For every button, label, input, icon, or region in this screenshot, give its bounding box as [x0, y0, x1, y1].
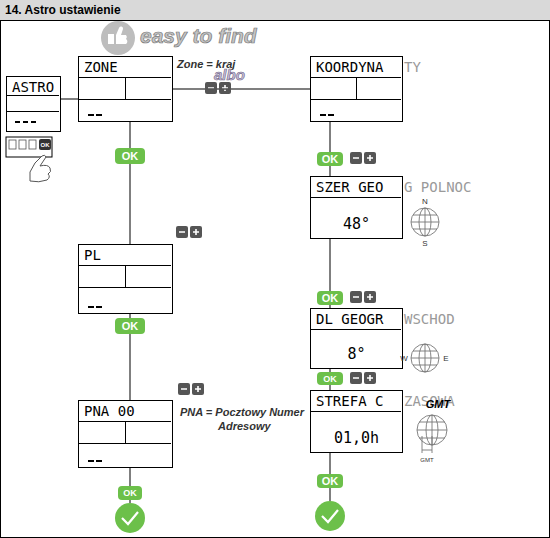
lcd-value: 01,0h: [311, 429, 402, 447]
lcd-screen: SZER GEOG POLNOC48°: [310, 176, 403, 239]
ok-button: OK: [115, 318, 145, 334]
lcd-segment-line: [311, 411, 401, 412]
ok-button: OK: [317, 372, 343, 385]
lcd-segment-line: [88, 460, 94, 462]
lcd-segment-line: [23, 121, 28, 123]
lcd-segment-line: [88, 114, 94, 116]
lcd-header: DL GEOGR: [316, 311, 383, 327]
badge-text: easy to find: [140, 24, 257, 48]
ok-button: OK: [115, 148, 145, 164]
flow-line: [61, 99, 78, 100]
timezone-label: GMT: [420, 457, 433, 463]
lcd-segment-line: [96, 114, 102, 116]
title-text: 14. Astro ustawienie: [5, 3, 121, 17]
lcd-segment-line: [96, 306, 102, 308]
lcd-segment-line: [356, 77, 357, 99]
lcd-value: 48°: [311, 215, 402, 233]
lcd-header: ASTRO: [12, 79, 54, 95]
flow-line: [130, 164, 131, 244]
ok-label: OK: [322, 475, 339, 487]
lcd-screen: PL: [78, 244, 173, 314]
key-label: OK: [41, 142, 50, 148]
lcd-header: STREFA C: [316, 393, 383, 409]
lcd-screen: KOORDYNATY: [310, 56, 403, 122]
lcd-screen: DL GEOGRWSCHOD8°: [310, 308, 403, 369]
lcd-segment-line: [328, 114, 334, 116]
compass-letter: W: [400, 354, 408, 363]
timezone-label: GMT: [426, 398, 450, 410]
compass-letter: N: [422, 197, 428, 206]
pointing-hand: [30, 155, 51, 182]
lcd-segment-line: [125, 421, 126, 443]
note: albo: [214, 66, 245, 83]
lcd-segment-line: [79, 99, 171, 100]
lcd-screen: ASTRO: [6, 76, 61, 132]
lcd-segment-line: [79, 287, 171, 288]
ok-button: OK: [118, 486, 142, 500]
ok-label: OK: [123, 488, 137, 498]
lcd-segment-line: [7, 95, 59, 96]
compass-letter: E: [443, 354, 448, 363]
lcd-segment-line: [7, 111, 59, 112]
lcd-header-continuation: G POLNOC: [404, 179, 471, 195]
lcd-segment-line: [320, 114, 326, 116]
lcd-segment-line: [15, 121, 20, 123]
lcd-segment-line: [96, 460, 102, 462]
flow-line: [330, 166, 331, 176]
flow-line: [330, 239, 331, 291]
note: PNA = Pocztowy Numer Adresowy: [180, 405, 310, 433]
ok-button: OK: [317, 152, 343, 166]
globe-icons: [411, 208, 447, 453]
lcd-segment-line: [88, 306, 94, 308]
ok-button: OK: [317, 291, 343, 305]
lcd-segment-line: [311, 99, 401, 100]
lcd-segment-line: [125, 77, 126, 99]
lcd-segment-line: [79, 443, 171, 444]
flow-line: [130, 122, 131, 148]
lcd-screen: PNA 00: [78, 400, 173, 468]
compass-letter: S: [422, 239, 427, 248]
flow-line: [130, 334, 131, 400]
lcd-segment-line: [31, 121, 36, 123]
flow-line: [173, 89, 310, 90]
ok-label: OK: [122, 320, 139, 332]
flow-line: [130, 468, 131, 486]
lcd-header: ZONE: [84, 59, 118, 75]
lcd-header: PL: [84, 247, 101, 263]
lcd-screen: STREFA CZASOWA01,0h: [310, 390, 403, 453]
done-check: [115, 488, 345, 533]
lcd-value: 8°: [311, 345, 402, 363]
ok-label: OK: [323, 374, 337, 384]
flow-line: [330, 122, 331, 152]
lcd-header: PNA 00: [84, 403, 135, 419]
thumb-badge: [101, 21, 135, 55]
lcd-header: SZER GEO: [316, 179, 383, 195]
lcd-segment-line: [125, 265, 126, 287]
lcd-header-continuation: TY: [404, 59, 421, 75]
lcd-header-continuation: WSCHOD: [404, 311, 455, 327]
lcd-segment-line: [311, 197, 401, 198]
ok-label: OK: [322, 153, 339, 165]
lcd-header: KOORDYNA: [316, 59, 383, 75]
ok-label: OK: [322, 292, 339, 304]
ok-button: OK: [317, 474, 343, 488]
lcd-segment-line: [311, 329, 401, 330]
ok-label: OK: [122, 150, 139, 162]
lcd-screen: ZONE: [78, 56, 173, 122]
keypad: [6, 137, 52, 157]
flow-line: [330, 453, 331, 474]
